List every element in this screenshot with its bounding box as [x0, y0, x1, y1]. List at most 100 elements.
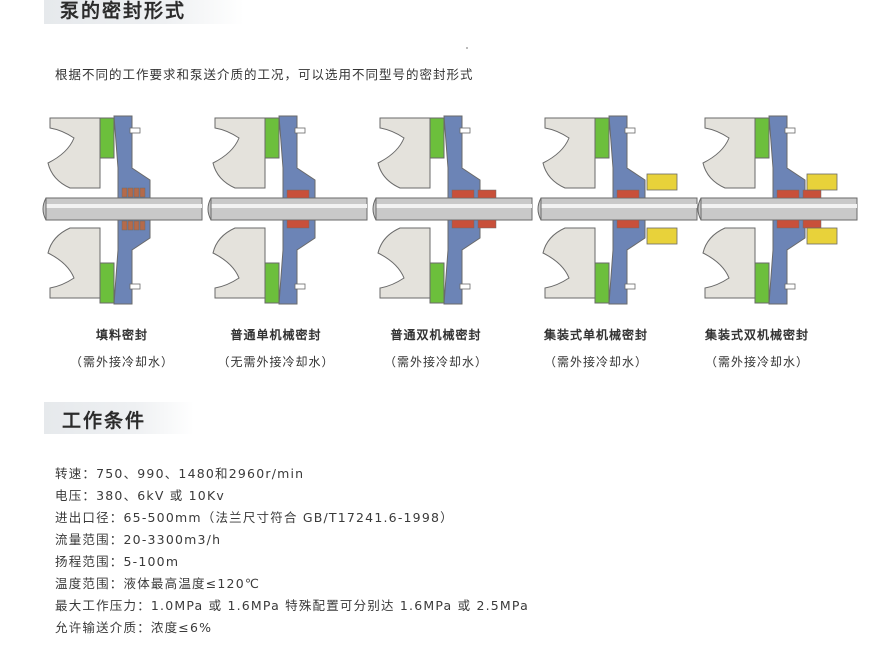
packing-ring	[133, 187, 140, 198]
condition-row: 转速：750、990、1480和2960r/min	[55, 463, 304, 482]
shaft-highlight	[46, 204, 202, 208]
seal-housing-lower	[443, 219, 481, 305]
shaft-nose	[697, 197, 702, 221]
mech-seal-ring	[451, 219, 475, 229]
seal-note: （需外接冷却水）	[704, 355, 809, 369]
condition-row: 最大工作压力：1.0MPa 或 1.6MPa 特殊配置可分别达 1.6MPa 或…	[55, 595, 529, 614]
condition-value: 1.0MPa 或 1.6MPa 特殊配置可分别达 1.6MPa 或 2.5MPa	[150, 598, 529, 613]
shaft-nose	[372, 197, 377, 221]
mech-seal-ring	[477, 219, 497, 229]
green-part-upper	[429, 117, 445, 159]
bolt	[459, 283, 471, 290]
cartridge-gland	[806, 227, 838, 245]
casing-lower	[212, 227, 266, 299]
casing-lower	[702, 227, 756, 299]
condition-label: 允许输送介质：	[55, 620, 151, 635]
green-part-upper	[264, 117, 280, 159]
condition-label: 最大工作压力：	[55, 598, 151, 613]
section2-title: 工作条件	[62, 410, 147, 432]
seal-diagram-cartridge-double	[697, 115, 858, 305]
seal-diagram-cartridge-single	[537, 115, 698, 305]
bolt	[294, 283, 306, 290]
mech-seal-ring	[776, 219, 800, 229]
green-part-upper	[594, 117, 610, 159]
green-part-lower	[99, 262, 115, 304]
packing-ring	[121, 220, 128, 231]
casing-lower	[47, 227, 101, 299]
seal-caption-cartridge-single: 集装式单机械密封 （需外接冷却水）	[516, 326, 676, 370]
bolt	[129, 283, 141, 290]
bolt	[784, 127, 796, 134]
seal-housing-upper	[608, 115, 646, 199]
green-part-upper	[99, 117, 115, 159]
seal-housing-upper	[113, 115, 151, 199]
seal-housing-upper	[768, 115, 806, 199]
green-part-lower	[594, 262, 610, 304]
mech-seal-ring	[802, 189, 822, 199]
seal-housing-lower	[278, 219, 316, 305]
seal-housing-upper	[443, 115, 481, 199]
seal-note: （无需外接冷却水）	[217, 355, 335, 369]
bolt	[624, 283, 636, 290]
shaft	[210, 197, 368, 221]
condition-value: 5-100m	[123, 554, 180, 569]
condition-label: 扬程范围：	[55, 554, 124, 569]
casing-upper	[702, 117, 756, 189]
seal-title: 集装式单机械密封	[543, 328, 648, 342]
casing-lower	[377, 227, 431, 299]
packing-ring	[127, 220, 134, 231]
seal-caption-single-mech: 普通单机械密封 （无需外接冷却水）	[196, 326, 356, 370]
packing-ring	[133, 220, 140, 231]
shaft-nose	[42, 197, 47, 221]
condition-row: 扬程范围：5-100m	[55, 551, 179, 570]
packing-ring	[121, 187, 128, 198]
condition-row: 电压：380、6kV 或 10Kv	[55, 485, 225, 504]
seal-diagram-single-mech	[207, 115, 368, 305]
packing-ring	[139, 187, 146, 198]
section1-title: 泵的密封形式	[60, 0, 187, 22]
seal-diagrams	[40, 108, 860, 308]
mech-seal-ring	[477, 189, 497, 199]
seal-housing-upper	[278, 115, 316, 199]
speck	[466, 47, 468, 49]
section2-band	[44, 402, 194, 434]
casing-lower	[542, 227, 596, 299]
seal-caption-packing: 填料密封 （需外接冷却水）	[42, 326, 202, 370]
packing-ring	[139, 220, 146, 231]
seal-caption-double-mech: 普通双机械密封 （需外接冷却水）	[356, 326, 516, 370]
mech-seal-ring	[286, 189, 310, 199]
bolt	[784, 283, 796, 290]
shaft	[540, 197, 698, 221]
mech-seal-ring	[802, 219, 822, 229]
condition-row: 流量范围：20-3300m3/h	[55, 529, 221, 548]
seal-diagram-packing	[42, 115, 203, 305]
casing-upper	[542, 117, 596, 189]
seal-diagram-double-mech	[372, 115, 533, 305]
condition-row: 温度范围：液体最高温度≤120℃	[55, 573, 260, 592]
cartridge-gland	[806, 173, 838, 191]
casing-upper	[47, 117, 101, 189]
condition-label: 转速：	[55, 466, 97, 481]
seal-title: 普通双机械密封	[390, 328, 482, 342]
cartridge-gland	[646, 227, 678, 245]
condition-value: 380、6kV 或 10Kv	[96, 488, 225, 503]
mech-seal-ring	[616, 219, 640, 229]
shaft	[45, 197, 203, 221]
seal-housing-lower	[113, 219, 151, 305]
casing-upper	[212, 117, 266, 189]
condition-value: 750、990、1480和2960r/min	[96, 466, 305, 481]
condition-value: 液体最高温度≤120℃	[123, 576, 261, 591]
cartridge-gland	[646, 173, 678, 191]
condition-value: 浓度≤6%	[150, 620, 213, 635]
seal-title: 普通单机械密封	[230, 328, 322, 342]
bolt	[459, 127, 471, 134]
shaft-nose	[537, 197, 542, 221]
condition-label: 进出口径：	[55, 510, 124, 525]
shaft	[700, 197, 858, 221]
shaft	[375, 197, 533, 221]
mech-seal-ring	[451, 189, 475, 199]
section1-band	[44, 0, 244, 24]
intro-text: 根据不同的工作要求和泵送介质的工况，可以选用不同型号的密封形式	[55, 67, 474, 82]
seal-note: （需外接冷却水）	[543, 355, 648, 369]
mech-seal-ring	[616, 189, 640, 199]
